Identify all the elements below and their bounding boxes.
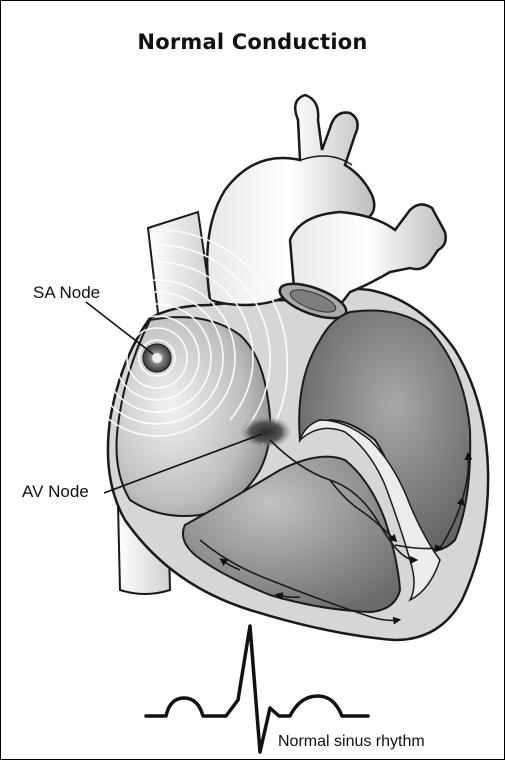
sa-node-label: SA Node	[33, 283, 100, 303]
av-node	[240, 416, 292, 448]
av-node-label: AV Node	[22, 482, 89, 502]
ecg-label: Normal sinus rhythm	[278, 733, 425, 751]
sa-node	[143, 344, 171, 372]
right-atrium	[117, 317, 271, 516]
